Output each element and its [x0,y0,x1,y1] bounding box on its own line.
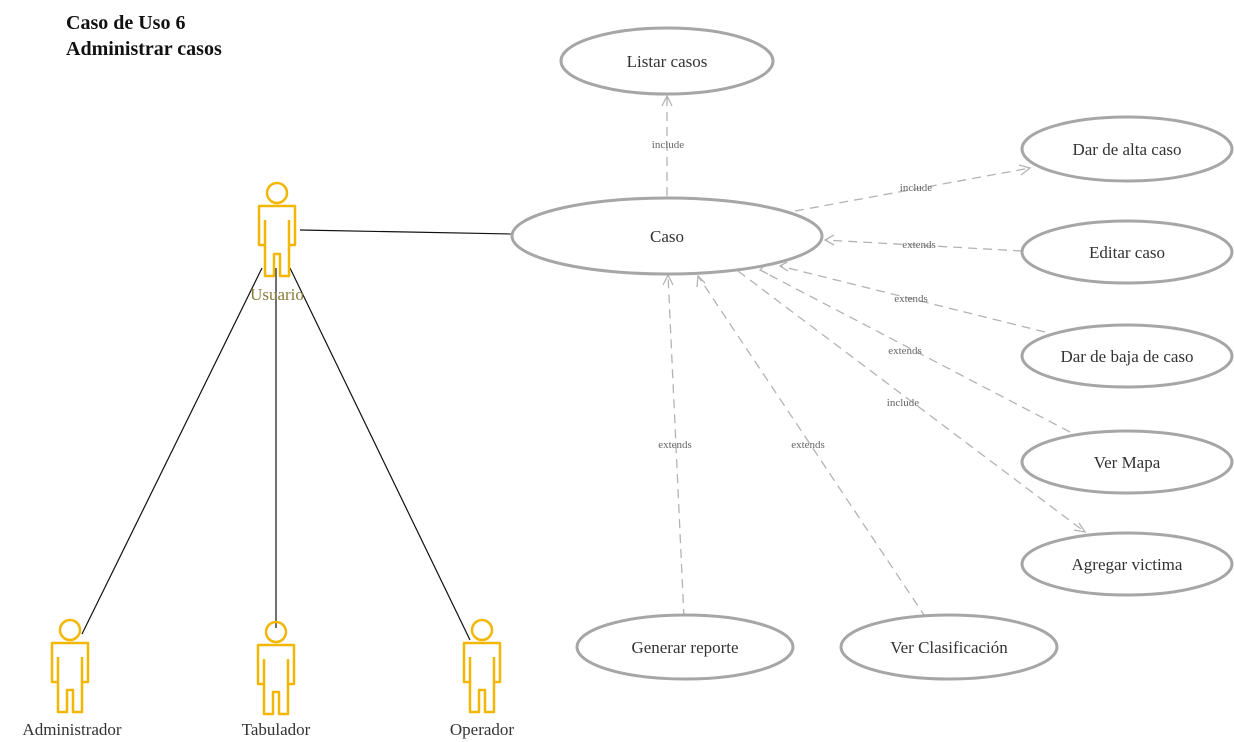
use-case-label: Ver Clasificación [890,638,1008,657]
dependency-baja [779,265,1046,333]
use-case-label: Editar caso [1089,243,1165,262]
actor-label: Usuario [250,285,304,304]
use-cases: Listar casos Caso Dar de alta caso Edita… [510,26,1234,681]
use-case-mapa[interactable]: Ver Mapa [1020,429,1234,495]
relation-label-clasificacion: extends [791,439,825,451]
use-case-editar[interactable]: Editar caso [1020,219,1234,285]
relation-labels: include include extends extends extends … [652,139,936,451]
dependency-reporte [667,274,685,619]
actor-administrador[interactable]: Administrador [22,618,122,739]
dependency-clasificacion [697,275,927,619]
actor-operador[interactable]: Operador [450,618,515,739]
actor-tabulador[interactable]: Tabulador [242,620,311,739]
dependency-editar [824,239,1023,252]
actor-head [265,181,289,205]
dependencies [666,96,1086,619]
arrowhead-clasificacion [696,274,706,288]
association-usuario-operador [289,267,471,641]
dependency-alta [794,167,1031,212]
actor-head [58,618,82,642]
arrowhead-editar [823,234,835,246]
actor-usuario[interactable]: Usuario [250,181,304,304]
arrowhead-victima [1073,522,1087,533]
relation-label-alta: include [900,182,932,194]
relation-label-editar: extends [902,239,936,251]
title-line-2: Administrar casos [66,38,222,60]
arrowhead-alta [1018,164,1032,176]
diagram-title: Caso de Uso 6 Administrar casos [66,10,222,62]
use-case-label: Caso [650,227,684,246]
use-case-label: Agregar victima [1072,555,1183,574]
dependency-mapa [759,269,1071,433]
association-usuario-caso [299,229,513,235]
title-line-1: Caso de Uso 6 [66,12,186,34]
use-case-clasificacion[interactable]: Ver Clasificación [839,613,1059,681]
use-case-label: Dar de alta caso [1072,140,1181,159]
use-case-baja[interactable]: Dar de baja de caso [1020,323,1234,389]
relation-label-victima: include [887,397,919,409]
relation-label-baja: extends [894,293,928,305]
relation-label-mapa: extends [888,345,922,357]
use-case-caso[interactable]: Caso [510,196,824,276]
arrowhead-baja [778,261,789,272]
actors: Usuario Administrador Tabulador Operador [22,181,515,739]
actor-label: Operador [450,720,515,739]
actor-head [264,620,288,644]
use-case-label: Dar de baja de caso [1060,347,1193,366]
use-case-victima[interactable]: Agregar victima [1020,531,1234,597]
arrowhead-listar [661,94,673,107]
use-case-label: Ver Mapa [1094,453,1161,472]
dependency-victima [737,270,1086,533]
associations [81,229,513,641]
use-case-label: Generar reporte [631,638,738,657]
relation-label-listar: include [652,139,684,151]
actor-label: Tabulador [242,720,311,739]
use-case-alta[interactable]: Dar de alta caso [1020,115,1234,183]
use-case-listar[interactable]: Listar casos [559,26,775,96]
relation-label-reporte: extends [658,439,692,451]
actor-label: Administrador [22,720,121,739]
use-case-label: Listar casos [627,52,708,71]
association-usuario-administrador [81,267,263,635]
actor-head [470,618,494,642]
use-case-reporte[interactable]: Generar reporte [575,613,795,681]
